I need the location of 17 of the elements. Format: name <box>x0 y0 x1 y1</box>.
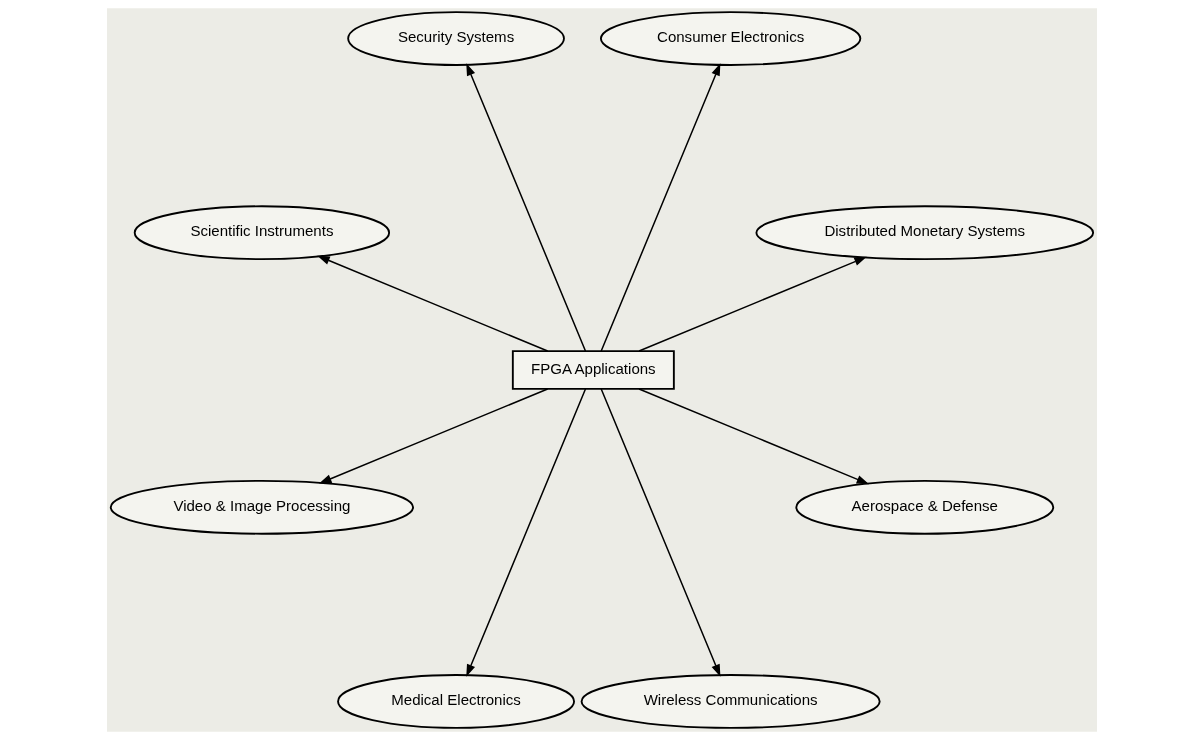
node-box: FPGA Applications <box>511 350 675 390</box>
node-ellipse: Scientific Instruments <box>133 205 391 261</box>
arrow <box>319 388 549 484</box>
node-ellipse: Distributed Monetary Systems <box>755 205 1095 261</box>
node-ellipse: Video & Image Processing <box>109 479 414 535</box>
arrow <box>600 388 721 677</box>
node-ellipse: Aerospace & Defense <box>795 479 1055 535</box>
node-ellipse: Medical Electronics <box>337 674 575 729</box>
arrow <box>600 63 721 352</box>
node-ellipse: Wireless Communications <box>580 674 881 729</box>
node-ellipse: Consumer Electronics <box>599 11 862 66</box>
arrow <box>317 255 549 352</box>
arrow <box>466 63 587 352</box>
arrow <box>638 256 867 352</box>
node-ellipse: Security Systems <box>347 11 565 66</box>
arrow <box>638 388 870 485</box>
arrow <box>466 388 587 677</box>
